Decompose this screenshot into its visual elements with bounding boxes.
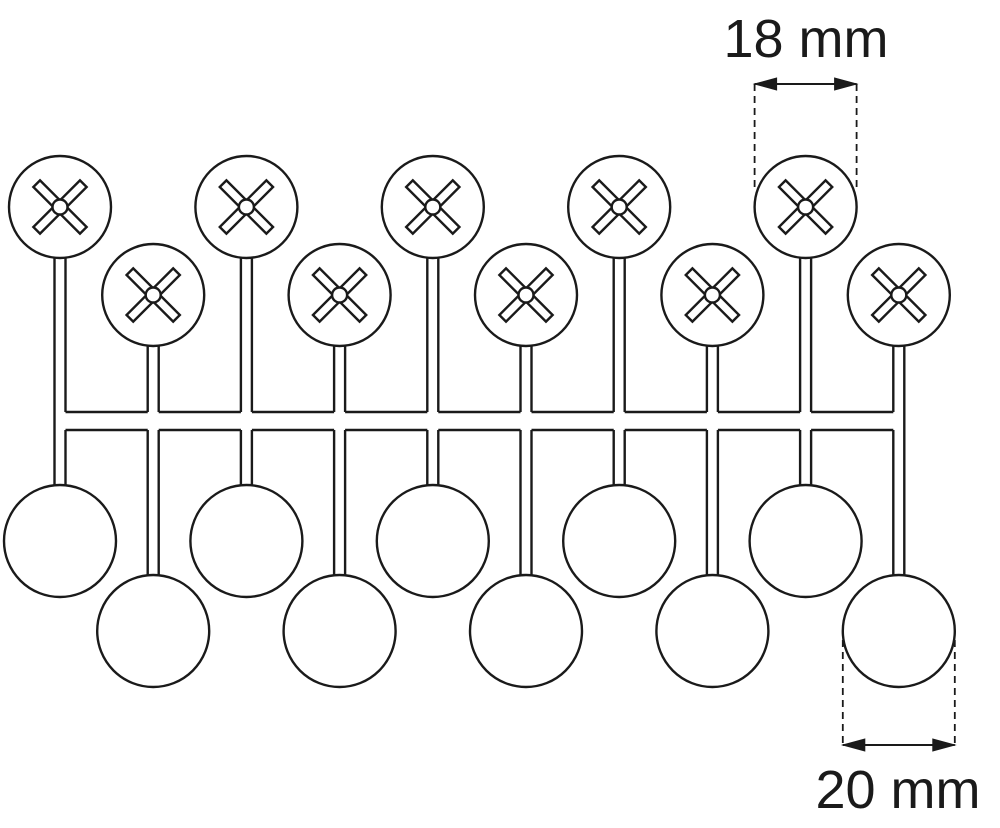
- center-hole: [144, 286, 162, 304]
- center-hole: [610, 198, 628, 216]
- cross-knob: [753, 154, 858, 260]
- cross-knob: [7, 154, 113, 260]
- center-hole: [796, 198, 815, 216]
- center-hole: [330, 286, 349, 304]
- cross-knob: [660, 242, 765, 348]
- cross-knob: [473, 242, 579, 348]
- cross-knob: [194, 154, 299, 260]
- cross-knob-group: [7, 154, 951, 348]
- cross-knob: [100, 242, 206, 348]
- dimension-group: [752, 77, 957, 752]
- dimension-label-18mm: 18 mm: [723, 9, 888, 69]
- center-hole: [237, 198, 256, 216]
- center-hole: [890, 286, 908, 304]
- center-hole: [703, 286, 722, 304]
- round-knob: [282, 573, 397, 689]
- arrow-right-20: [932, 738, 957, 752]
- round-knob: [375, 483, 490, 599]
- round-knob: [95, 573, 211, 689]
- cross-knob: [380, 154, 485, 260]
- round-knob-group: [2, 483, 956, 689]
- center-hole: [51, 198, 69, 216]
- dimension-label-20mm: 20 mm: [815, 760, 980, 820]
- center-hole: [424, 198, 442, 216]
- cross-knob: [287, 242, 392, 348]
- round-knob: [562, 483, 677, 599]
- round-knob: [841, 573, 956, 689]
- round-knob: [748, 483, 863, 599]
- cross-knob: [846, 242, 951, 348]
- round-knob: [468, 573, 584, 689]
- arrow-left-20: [840, 738, 866, 752]
- cross-knob: [567, 154, 672, 260]
- round-knob: [189, 483, 304, 599]
- round-knob: [655, 573, 770, 689]
- arrow-right-18: [834, 77, 859, 91]
- sprue-frame: [53, 258, 906, 575]
- round-knob: [2, 483, 118, 599]
- arrow-left-18: [752, 77, 778, 91]
- center-hole: [517, 286, 535, 304]
